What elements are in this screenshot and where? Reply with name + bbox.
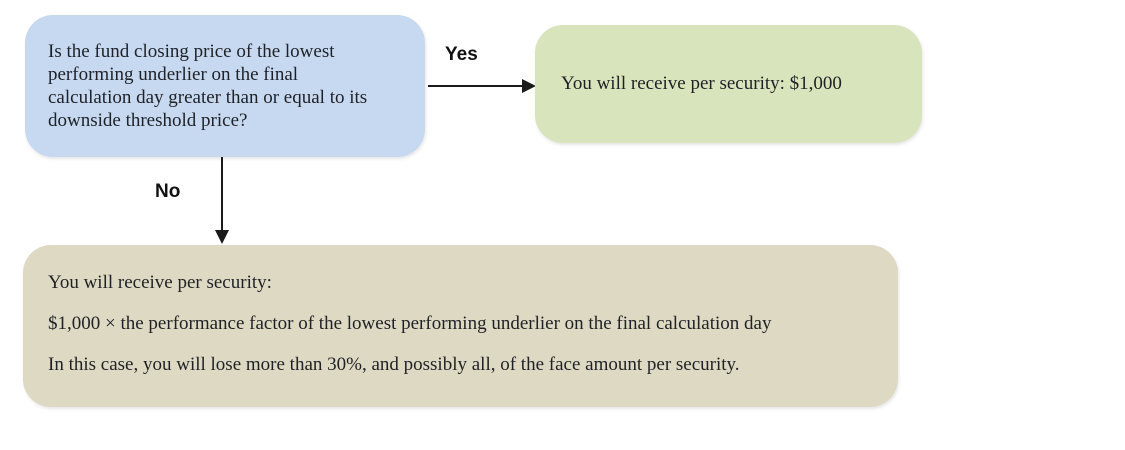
no-outcome-box: You will receive per security: $1,000 × … <box>23 245 898 407</box>
no-outcome-line: You will receive per security: <box>48 272 272 293</box>
question-box-line: Is the fund closing price of the lowest <box>48 41 335 62</box>
no-outcome-line: $1,000 × the performance factor of the l… <box>48 313 772 334</box>
question-box-line: performing underlier on the final <box>48 64 299 85</box>
yes-outcome-text: You will receive per security: $1,000 <box>561 73 842 94</box>
no-branch-label: No <box>155 181 181 202</box>
question-box: Is the fund closing price of the lowest … <box>25 15 425 157</box>
yes-outcome-box: You will receive per security: $1,000 <box>535 25 922 143</box>
no-outcome-line: In this case, you will lose more than 30… <box>48 354 740 375</box>
no-arrow-line <box>221 157 223 231</box>
arrow-right-icon <box>522 79 536 93</box>
question-box-line: calculation day greater than or equal to… <box>48 87 368 108</box>
question-box-line: downside threshold price? <box>48 110 248 131</box>
arrow-down-icon <box>215 230 229 244</box>
yes-branch-label: Yes <box>445 44 478 65</box>
yes-arrow-line <box>428 85 524 87</box>
